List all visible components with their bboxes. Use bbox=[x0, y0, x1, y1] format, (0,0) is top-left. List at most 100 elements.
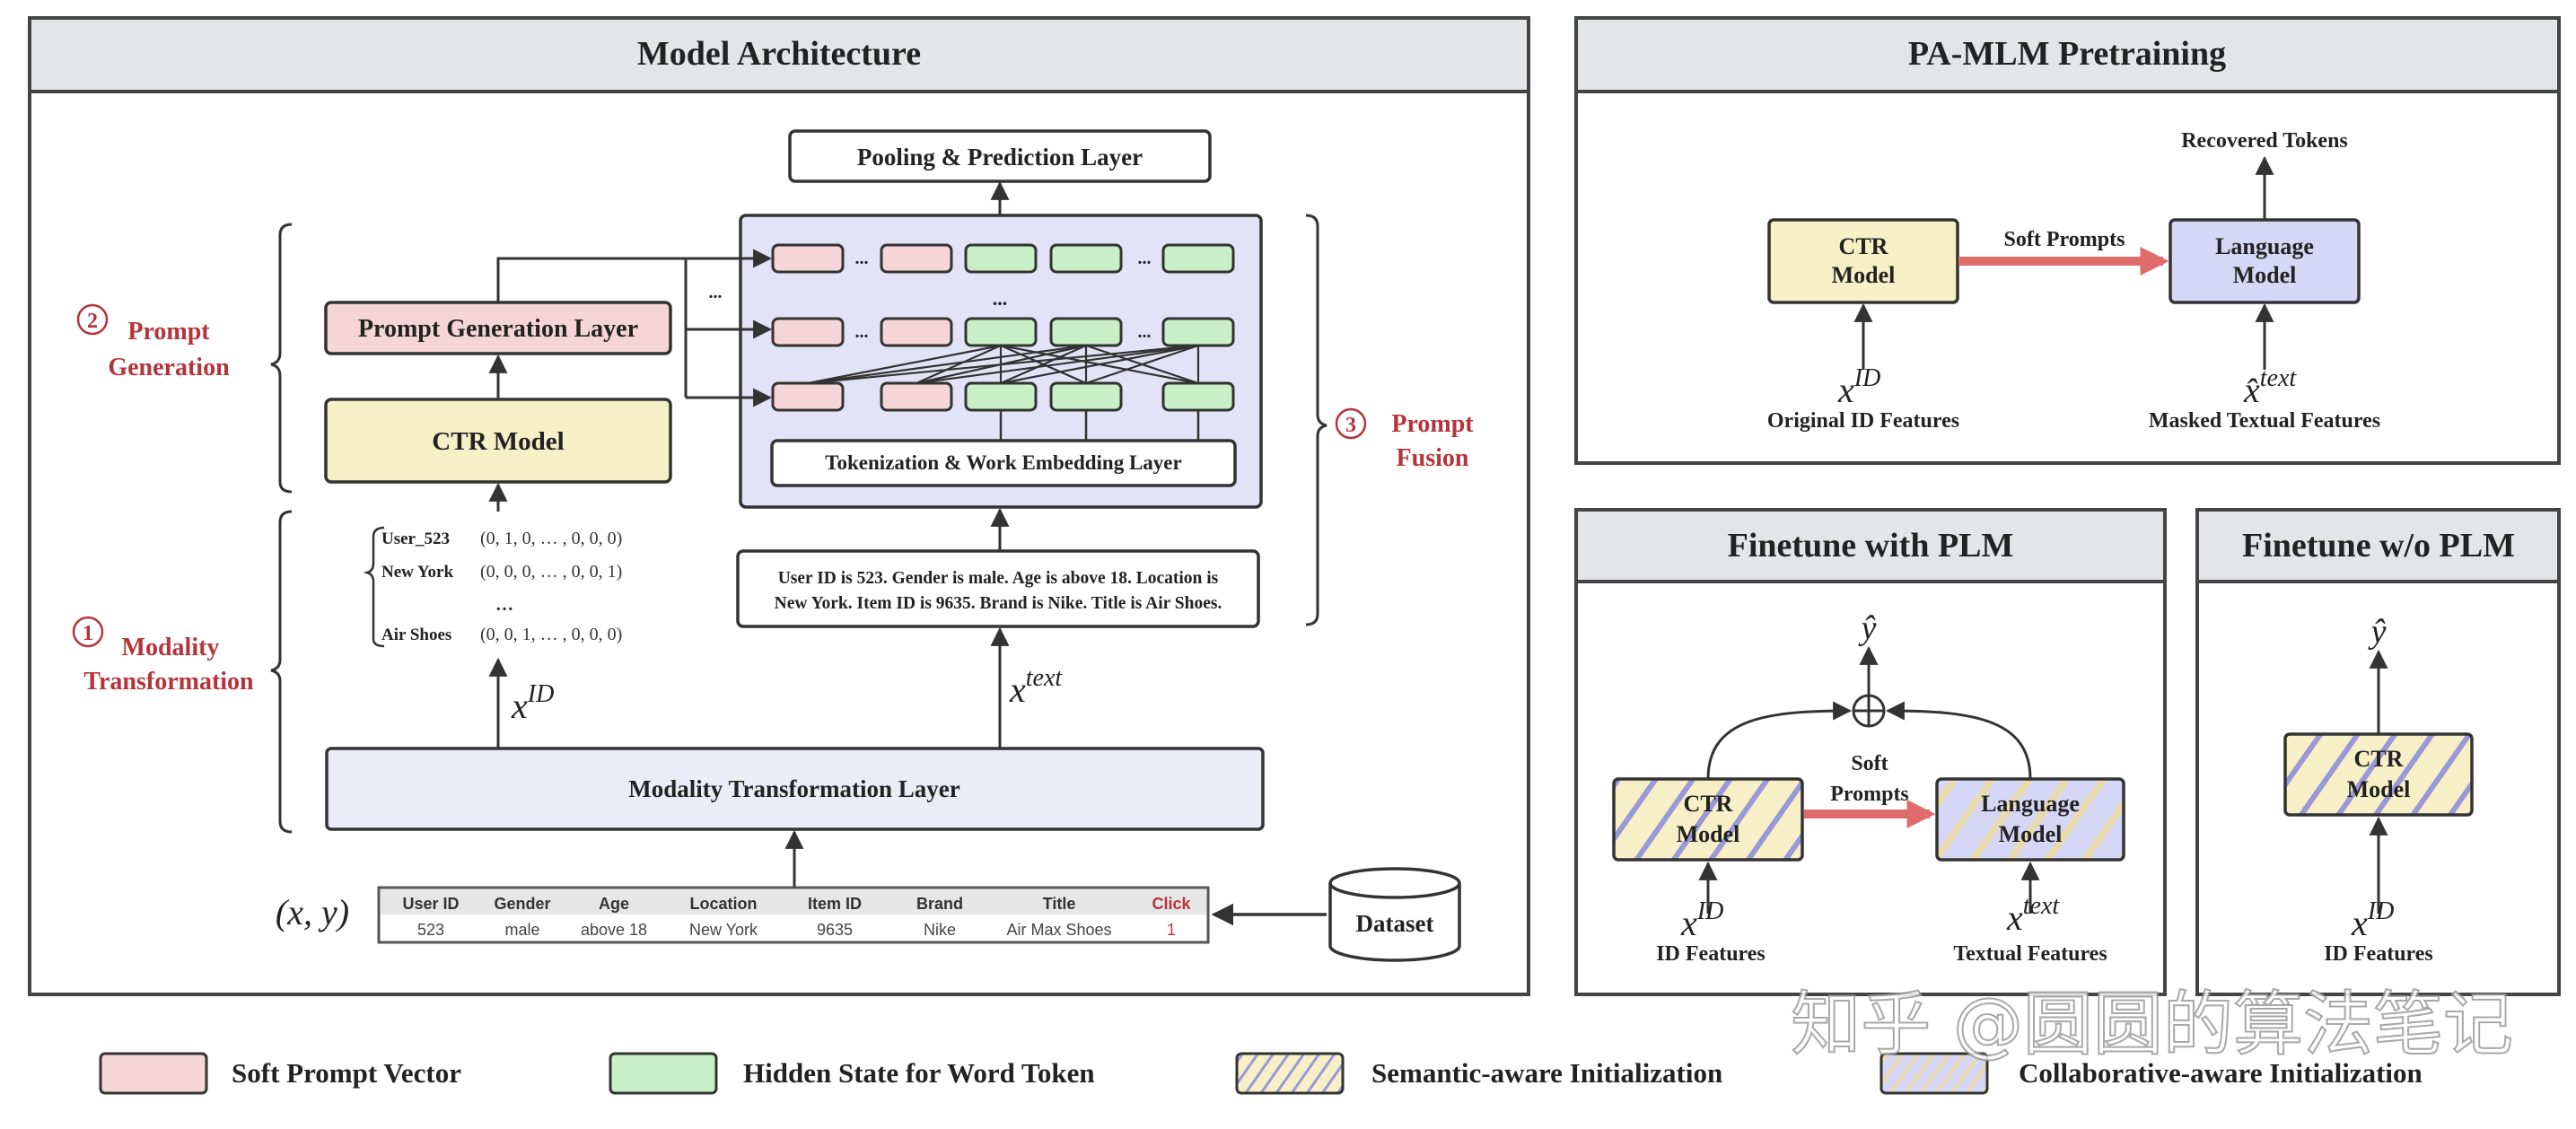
pretraining-panel: PA-MLM Pretraining CTR Model Language Mo… bbox=[1574, 16, 2561, 465]
legend: Soft Prompt Vector Hidden State for Word … bbox=[99, 1052, 2423, 1095]
onehot-row: … bbox=[495, 595, 513, 615]
svg-text:CTR: CTR bbox=[2354, 746, 2404, 772]
stage2-brace bbox=[270, 223, 293, 494]
table-header-cell: Title bbox=[1043, 895, 1076, 913]
text-prompt-box bbox=[736, 549, 1260, 628]
attention-link bbox=[1000, 344, 1199, 385]
attention-links bbox=[807, 344, 1200, 441]
id-features-caption: ID Features bbox=[2324, 942, 2433, 966]
panel-title: Model Architecture bbox=[637, 35, 921, 73]
dataset-cylinder: Dataset bbox=[1328, 867, 1461, 962]
row-ellipsis-hidden: ... bbox=[1138, 249, 1152, 268]
attention-link bbox=[1000, 344, 1087, 385]
svg-text:CTR: CTR bbox=[1839, 233, 1888, 259]
pretrain-x-id: xID bbox=[1837, 364, 1880, 410]
soft-prompts-label: Soft Prompts bbox=[2004, 228, 2125, 251]
tokenization-layer-label: Tokenization & Work Embedding Layer bbox=[825, 451, 1181, 474]
attention-link bbox=[916, 344, 1199, 385]
svg-text:1: 1 bbox=[83, 622, 93, 645]
svg-text:Fusion: Fusion bbox=[1397, 444, 1469, 472]
masked-textual-features-caption: Masked Textual Features bbox=[2149, 409, 2380, 433]
legend-item: Hidden State for Word Token bbox=[609, 1052, 1095, 1095]
stage1-label: 1 Modality Transformation bbox=[72, 616, 254, 696]
legend-swatch bbox=[609, 1052, 718, 1095]
onehot-brace bbox=[363, 526, 385, 648]
panel-header bbox=[1574, 508, 2167, 583]
svg-text:Model: Model bbox=[1999, 821, 2063, 847]
onehot-vector: (0, 0, 1, … , 0, 0, 0) bbox=[480, 625, 622, 644]
panel-title: PA-MLM Pretraining bbox=[1908, 35, 2226, 73]
prompt-generation-layer-label: Prompt Generation Layer bbox=[358, 315, 638, 343]
stage3-brace bbox=[1305, 214, 1327, 626]
data-table-header-bg bbox=[381, 889, 1206, 915]
row-ellipsis-hidden: ... bbox=[1138, 322, 1152, 342]
svg-text:Modality: Modality bbox=[122, 634, 220, 661]
prompt-rows-ellipsis: ... bbox=[709, 283, 723, 302]
finetune-with-plm-panel: Finetune with PLM CTR Model Language Mod… bbox=[1574, 508, 2167, 996]
hidden-state-token bbox=[1161, 317, 1235, 347]
hidden-state-token bbox=[1161, 243, 1235, 274]
modality-layer-label: Modality Transformation Layer bbox=[628, 775, 959, 802]
onehot-feature-name: New York bbox=[381, 563, 453, 582]
x-id-label: xID bbox=[511, 680, 554, 726]
legend-item: Semantic-aware Initialization bbox=[1235, 1052, 1722, 1095]
pretrain-language-model bbox=[2169, 218, 2361, 304]
onehot-feature-name: User_523 bbox=[381, 529, 450, 548]
x-text-label: xtext bbox=[1009, 664, 1063, 710]
panel-header bbox=[2195, 508, 2561, 583]
table-cell: male bbox=[504, 921, 539, 939]
ctr-model-label: CTR Model bbox=[432, 427, 564, 456]
watermark: 知乎 @圆圆的算法笔记 bbox=[1791, 985, 2513, 1065]
hidden-state-token bbox=[964, 243, 1038, 274]
table-cell: 9635 bbox=[817, 921, 853, 939]
attention-link bbox=[807, 344, 1002, 385]
table-header-cell: Location bbox=[690, 895, 758, 913]
hidden-state-token bbox=[1049, 381, 1123, 412]
original-id-features-caption: Original ID Features bbox=[1767, 409, 1959, 433]
svg-text:Generation: Generation bbox=[108, 354, 230, 381]
legend-swatch bbox=[1235, 1052, 1345, 1095]
legend-label: Semantic-aware Initialization bbox=[1371, 1057, 1722, 1089]
pretrain-ctr-model bbox=[1767, 218, 1959, 304]
stage3-label: 3 Prompt Fusion bbox=[1335, 407, 1474, 472]
table-cell: Air Max Shoes bbox=[1006, 921, 1111, 939]
soft-prompt-token bbox=[771, 381, 845, 412]
legend-label: Hidden State for Word Token bbox=[743, 1057, 1095, 1089]
recovered-tokens-label: Recovered Tokens bbox=[2181, 129, 2348, 153]
row-ellipsis-prompt: ... bbox=[855, 322, 869, 342]
svg-text:Transformation: Transformation bbox=[83, 668, 254, 696]
onehot-vector: (0, 1, 0, … , 0, 0, 0) bbox=[480, 529, 622, 548]
finetune-without-plm-panel: Finetune w/o PLM CTR Model ŷ xID ID Feat… bbox=[2195, 508, 2561, 996]
svg-text:Soft: Soft bbox=[1851, 752, 1888, 775]
panel-header bbox=[28, 16, 1530, 93]
stage1-brace bbox=[270, 510, 293, 834]
panel-header bbox=[1574, 16, 2561, 93]
svg-text:2: 2 bbox=[87, 310, 98, 333]
svg-text:Language: Language bbox=[2215, 233, 2314, 259]
attention-link bbox=[916, 344, 1002, 385]
soft-prompt-token bbox=[771, 317, 845, 347]
stage2-label: 2 Prompt Generation bbox=[76, 303, 230, 381]
soft-prompt-token bbox=[880, 381, 953, 412]
y-hat-label: ŷ bbox=[2368, 613, 2387, 651]
onehot-row: Air Shoes (0, 0, 1, … , 0, 0, 0) bbox=[381, 625, 622, 644]
table-cell: Nike bbox=[924, 921, 956, 939]
svg-text:Prompt: Prompt bbox=[127, 318, 210, 346]
dataset-label: Dataset bbox=[1356, 910, 1434, 937]
onehot-feature-name: Air Shoes bbox=[381, 626, 451, 644]
finetune-x-text: xtext bbox=[2006, 892, 2060, 938]
modality-transformation-layer bbox=[325, 747, 1265, 831]
pretrain-x-text: x̂text bbox=[2243, 364, 2297, 410]
tokenization-embedding-layer bbox=[770, 439, 1237, 487]
soft-prompt-token bbox=[880, 317, 953, 347]
y-hat-label: ŷ bbox=[1858, 609, 1877, 647]
hidden-state-token bbox=[964, 317, 1038, 347]
hidden-state-token bbox=[964, 381, 1038, 412]
table-header-cell: User ID bbox=[402, 895, 459, 913]
table-cell: 1 bbox=[1167, 921, 1176, 939]
onehot-row: User_523 (0, 1, 0, … , 0, 0, 0) bbox=[381, 529, 622, 548]
legend-item: Soft Prompt Vector bbox=[99, 1052, 461, 1095]
finetune-x-id: xID bbox=[1680, 897, 1723, 943]
panel-frame bbox=[1574, 508, 2167, 996]
